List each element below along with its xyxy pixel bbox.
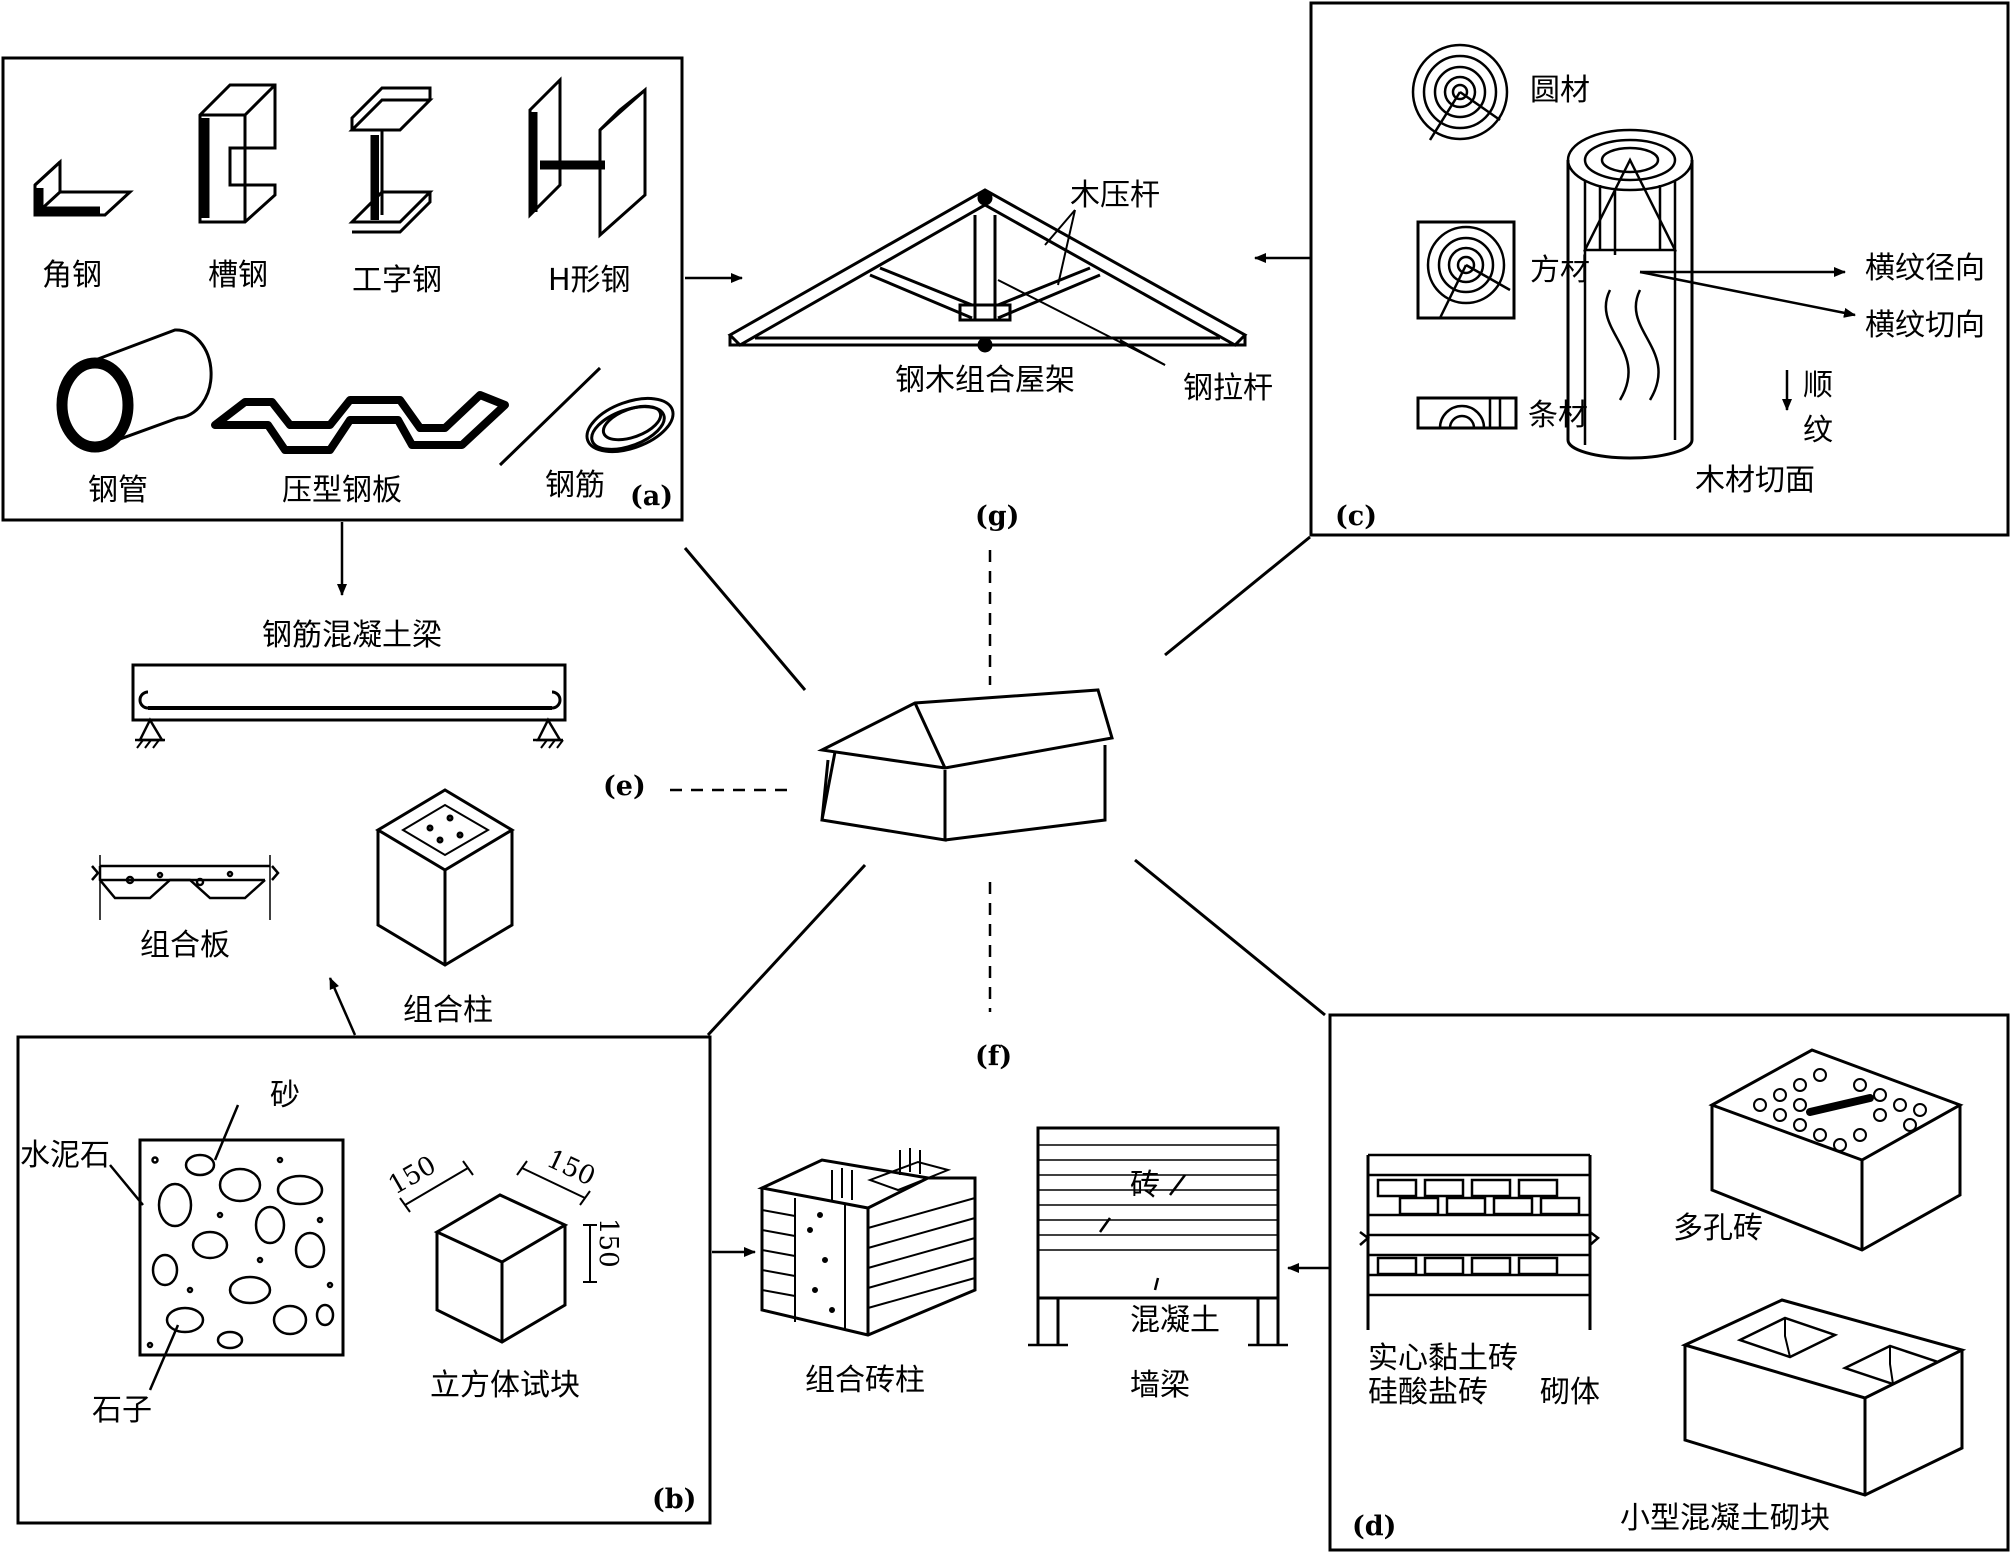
panel-d-masonry: 实心黏土砖 硅酸盐砖 砌体 多孔砖 小型混凝土砌块 (d) <box>1328 1013 2010 1552</box>
round-timber-icon <box>1411 43 1509 141</box>
perforated-brick-label: 多孔砖 <box>1673 1211 1763 1246</box>
tag-g: (g) <box>975 501 1019 532</box>
strip-timber-icon <box>1416 396 1518 430</box>
wall-beam-icon <box>1028 1126 1288 1347</box>
composite-brick-column-label: 组合砖柱 <box>805 1363 925 1398</box>
rc-beam-label: 钢筋混凝土梁 <box>262 618 442 653</box>
brick-label: 砖 <box>1130 1168 1160 1203</box>
concrete-block-label: 小型混凝土砌块 <box>1620 1501 1830 1536</box>
house-icon <box>817 688 1114 842</box>
panel-c-frame <box>1309 1 2010 537</box>
i-beam-icon <box>348 86 434 234</box>
composite-brick-column-icon <box>757 1148 977 1337</box>
solid-brick-label: 实心黏土砖 <box>1368 1341 1518 1376</box>
panel-d-frame <box>1328 1013 2010 1552</box>
panel-a-steel: 角钢 槽钢 工字钢 H形钢 <box>1 56 684 522</box>
square-timber-label: 方材 <box>1530 253 1590 288</box>
gravel-label: 石子 <box>92 1393 152 1428</box>
concrete-label: 混凝土 <box>1130 1303 1220 1338</box>
perforated-brick-icon <box>1708 1048 1964 1252</box>
wood-section-label: 木材切面 <box>1695 463 1815 498</box>
rc-beam-icon <box>131 663 567 749</box>
steel-tie-label: 钢拉杆 <box>1183 371 1273 406</box>
composite-slab-icon <box>91 855 280 920</box>
sand-label: 砂 <box>270 1078 300 1113</box>
cement-stone-label: 水泥石 <box>20 1138 110 1173</box>
tangential-label: 横纹切向 <box>1865 308 1985 343</box>
panel-d-tag: (d) <box>1352 1511 1396 1542</box>
panel-b-frame <box>16 1035 712 1525</box>
cube-dim-2: 150 <box>542 1144 600 1192</box>
panel-b-concrete: 砂 水泥石 石子 150 150 150 立方体试块 (b) <box>16 1035 712 1525</box>
channel-steel-icon <box>198 83 277 224</box>
radial-label: 横纹径向 <box>1865 251 1985 286</box>
concrete-block-icon <box>1680 1298 1967 1497</box>
tag-e: (e) <box>603 771 646 802</box>
solid-brick-wall-icon <box>1359 1153 1600 1330</box>
cube-dim-3: 150 <box>593 1218 623 1268</box>
panel-c-timber: 圆材 方材 条材 横纹径向 横纹切向 <box>1309 1 2010 537</box>
wall-beam-label: 墙梁 <box>1130 1368 1190 1403</box>
square-timber-icon <box>1416 220 1516 320</box>
cube-specimen-label: 立方体试块 <box>430 1368 580 1403</box>
steel-pipe-label: 钢管 <box>88 473 148 508</box>
panel-b-tag: (b) <box>652 1484 696 1515</box>
profiled-sheet-label: 压型钢板 <box>282 473 402 508</box>
profiled-sheet-icon <box>211 391 509 454</box>
tag-f: (f) <box>975 1041 1012 1072</box>
i-beam-label: 工字钢 <box>352 263 442 298</box>
steel-timber-truss <box>727 188 1248 366</box>
composite-slab-label: 组合板 <box>140 928 230 963</box>
strip-timber-label: 条材 <box>1528 398 1588 433</box>
silicate-brick-label: 硅酸盐砖 <box>1368 1375 1488 1410</box>
composite-column-icon <box>375 788 515 967</box>
rebar-icon <box>498 366 675 467</box>
timber-strut-label: 木压杆 <box>1070 178 1160 213</box>
steel-pipe-icon <box>56 328 213 453</box>
panel-a-frame <box>1 56 684 522</box>
angle-steel-label: 角钢 <box>42 258 102 293</box>
longitudinal-label-2: 纹 <box>1803 413 1833 448</box>
masonry-label: 砌体 <box>1540 1375 1600 1410</box>
rebar-label: 钢筋 <box>545 468 605 503</box>
angle-steel-icon <box>33 158 134 217</box>
h-beam-label: H形钢 <box>548 263 631 298</box>
panel-c-tag: (c) <box>1335 501 1377 532</box>
concrete-sample-icon <box>109 1104 345 1391</box>
wood-section-icon <box>1566 128 1694 460</box>
round-timber-label: 圆材 <box>1530 73 1590 108</box>
cube-specimen-icon <box>399 1160 597 1344</box>
panel-a-tag: (a) <box>630 481 673 512</box>
composite-column-label: 组合柱 <box>403 993 493 1028</box>
truss-title: 钢木组合屋架 <box>895 363 1075 398</box>
h-beam-icon <box>528 76 647 239</box>
cube-dim-1: 150 <box>384 1150 442 1201</box>
longitudinal-label-1: 顺 <box>1803 368 1833 403</box>
channel-steel-label: 槽钢 <box>208 258 268 293</box>
